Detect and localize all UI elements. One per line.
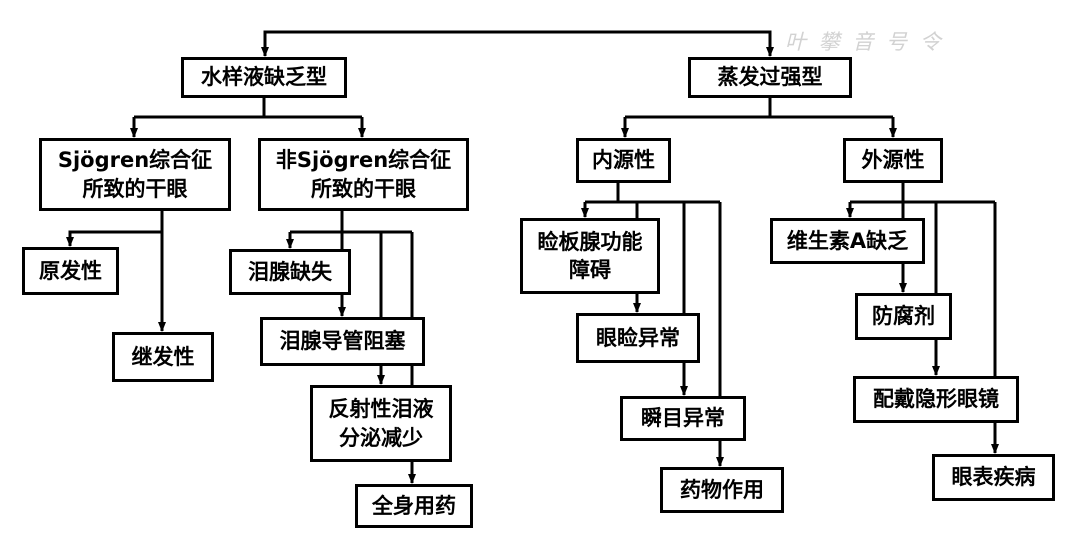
node-jifa: 继发性 [112,332,214,382]
node-fangfu: 防腐剂 [855,293,952,340]
node-yuanfa: 原发性 [22,247,119,295]
node-sjogren: Sjögren综合征 所致的干眼 [39,138,231,211]
edge-root-split [263,30,774,57]
node-zhengfa: 蒸发过强型 [688,57,852,98]
node-neiyuan: 内源性 [576,138,671,183]
node-yaowu: 药物作用 [660,467,784,513]
node-peidai: 配戴隐形眼镜 [853,376,1019,423]
node-yanbiao: 眼表疾病 [932,454,1055,501]
node-leixian-queshi: 泪腺缺失 [229,249,351,295]
node-weishengsu: 维生素A缺乏 [770,218,925,264]
node-leixian-daoguan: 泪腺导管阻塞 [260,317,425,366]
node-shuiyang: 水样液缺乏型 [181,57,347,98]
node-yanjian: 眼睑异常 [576,313,700,363]
node-fei-sjogren: 非Sjögren综合征 所致的干眼 [258,138,469,211]
node-quanshen: 全身用药 [355,484,473,528]
node-jianbanxian: 睑板腺功能 障碍 [520,218,660,294]
watermark-text: 叶 攀 音 号 令 [785,30,944,54]
node-fanshe: 反射性泪液 分泌减少 [310,385,452,462]
node-shunmu: 瞬目异常 [620,396,746,441]
node-waiyuan: 外源性 [843,138,943,183]
